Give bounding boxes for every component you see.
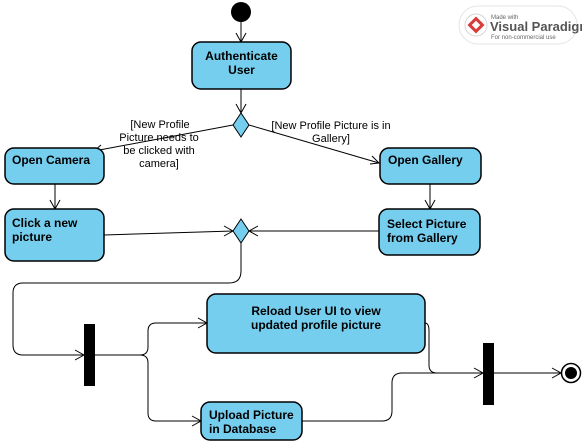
final-node[interactable] bbox=[560, 362, 582, 384]
guard-gallery-line-2: Gallery] bbox=[312, 133, 350, 145]
flow-fork-to-reload-ui bbox=[95, 317, 209, 356]
guard-gallery-line-1: [New Profile Picture is in bbox=[271, 120, 390, 132]
flow-authenticate-to-decision bbox=[235, 89, 247, 115]
flow-open-camera-to-click-picture bbox=[49, 184, 61, 211]
action-reload-user-ui-line-2: updated profile picture bbox=[251, 318, 381, 332]
flow-open-gallery-to-select-picture bbox=[424, 184, 436, 211]
action-authenticate-user[interactable]: Authenticate User bbox=[191, 41, 292, 90]
action-click-new-picture-line-2: picture bbox=[12, 230, 52, 244]
action-authenticate-user-line-1: Authenticate bbox=[205, 49, 278, 63]
action-reload-user-ui-line-1: Reload User UI to view bbox=[251, 304, 381, 318]
merge-node[interactable] bbox=[232, 218, 250, 244]
guard-gallery: [New Profile Picture is in Gallery] bbox=[271, 120, 390, 145]
watermark-brand: Visual Paradigm bbox=[490, 19, 582, 34]
join-bar[interactable] bbox=[483, 343, 494, 405]
guard-camera: [New Profile Picture needs to be clicked… bbox=[119, 119, 199, 170]
action-authenticate-user-line-2: User bbox=[228, 63, 255, 77]
action-select-picture-line-1: Select Picture bbox=[387, 217, 467, 231]
decision-node[interactable] bbox=[232, 112, 250, 138]
action-select-picture-from-gallery[interactable]: Select Picture from Gallery bbox=[378, 208, 481, 256]
flow-upload-to-join bbox=[302, 372, 483, 422]
action-upload-picture-line-1: Upload Picture bbox=[209, 408, 294, 422]
watermark-license: For non-commercial use bbox=[491, 35, 556, 41]
action-open-camera-label: Open Camera bbox=[12, 153, 90, 167]
action-click-new-picture[interactable]: Click a new picture bbox=[4, 208, 105, 262]
action-reload-user-ui[interactable]: Reload User UI to view updated profile p… bbox=[206, 293, 426, 354]
flow-fork-to-upload bbox=[95, 354, 203, 427]
flow-decision-to-open-gallery bbox=[248, 124, 381, 165]
guard-camera-line-2: Picture needs to bbox=[119, 132, 199, 144]
flow-select-picture-to-merge bbox=[247, 225, 379, 237]
action-open-camera[interactable]: Open Camera bbox=[4, 147, 105, 185]
guard-camera-line-1: [New Profile bbox=[130, 119, 189, 131]
flow-join-to-final bbox=[494, 367, 563, 379]
watermark-made-with: Made with bbox=[491, 15, 518, 21]
flow-reload-ui-to-join bbox=[424, 322, 485, 379]
flow-initial-to-authenticate bbox=[235, 22, 247, 44]
action-upload-picture-line-2: in Database bbox=[209, 422, 277, 436]
initial-node[interactable] bbox=[231, 2, 251, 22]
flow-click-picture-to-merge bbox=[103, 225, 235, 237]
action-click-new-picture-line-1: Click a new bbox=[12, 216, 78, 230]
visual-paradigm-logo-icon bbox=[464, 13, 488, 37]
action-upload-picture-database[interactable]: Upload Picture in Database bbox=[200, 401, 303, 441]
action-open-gallery-label: Open Gallery bbox=[388, 153, 463, 167]
action-select-picture-line-2: from Gallery bbox=[387, 231, 458, 245]
visual-paradigm-watermark: Made with Visual Paradigm For non-commer… bbox=[458, 5, 582, 45]
action-open-gallery[interactable]: Open Gallery bbox=[379, 147, 482, 185]
guard-camera-line-4: camera] bbox=[139, 158, 179, 170]
fork-bar[interactable] bbox=[84, 324, 95, 386]
guard-camera-line-3: be clicked with bbox=[123, 145, 195, 157]
